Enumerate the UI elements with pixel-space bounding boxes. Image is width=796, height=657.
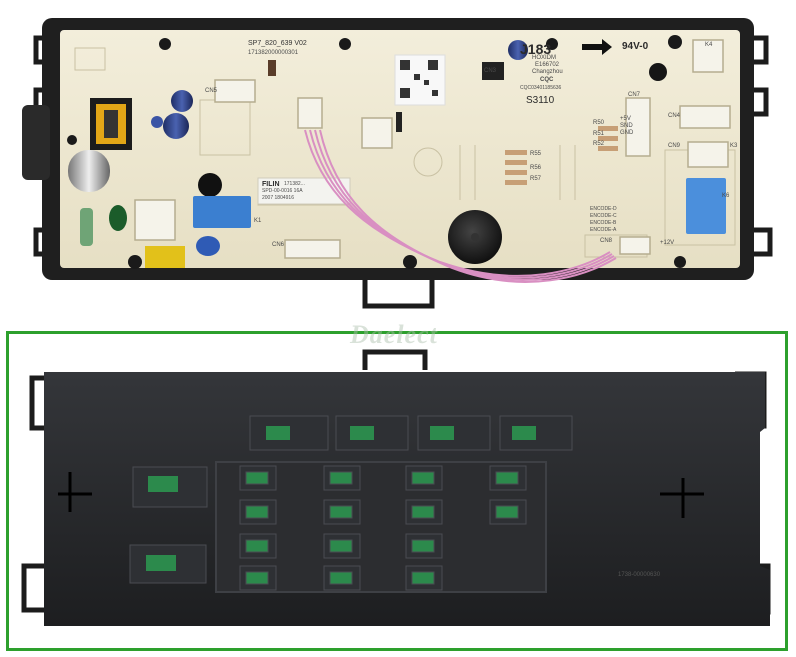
sticker-line-2: SPD-00-0016 16A: [262, 188, 303, 194]
ref-k4: K4: [705, 42, 713, 48]
power-resistor: [80, 208, 93, 246]
ref-r55: R55: [530, 151, 542, 157]
ref-r57: R57: [530, 176, 542, 182]
top-windows: [249, 415, 573, 451]
pin-gnd-right: GND: [620, 130, 634, 136]
buzzer-center: [471, 233, 479, 241]
ref-cn4: CN4: [668, 113, 681, 119]
ref-cn8: CN8: [600, 238, 613, 244]
ref-k6: K6: [722, 193, 730, 199]
encode-a: ENCODE-A: [590, 227, 617, 233]
ref-cn5: CN5: [205, 88, 218, 94]
bottom-cover-assembly: [21, 349, 771, 626]
encode-d: ENCODE-D: [590, 206, 617, 212]
maker-name: HOXIDM: [532, 55, 556, 61]
cert-number: CQC03401185636: [520, 85, 562, 91]
maker-city: Changzhou: [532, 69, 563, 75]
arrow-icon: [582, 39, 612, 55]
ref-r52: R52: [593, 141, 605, 147]
pcb-part-number: SP7_820_639 V02: [248, 40, 307, 47]
electrolytic-capacitors: [68, 40, 528, 192]
varistor: [109, 205, 127, 231]
ref-r50: R50: [593, 120, 605, 126]
sticker-line-3: 2007 1804916: [262, 195, 294, 201]
ref-k1: K1: [254, 218, 262, 224]
model-number: S3110: [526, 95, 555, 106]
mounting-holes: [67, 35, 686, 269]
ref-cn9: CN9: [668, 143, 681, 149]
cover-molded-text: 1738-00000630: [618, 572, 661, 578]
ref-cn3: CN3: [484, 68, 497, 74]
contact-grid: [239, 465, 527, 591]
diode-2: [396, 112, 402, 132]
rail-12v: +12V: [660, 240, 675, 246]
highlight-frame: [6, 331, 788, 651]
ref-k3: K3: [730, 143, 738, 149]
black-part: [649, 63, 667, 81]
encode-c: ENCODE-C: [590, 213, 617, 219]
side-windows: [129, 466, 208, 584]
side-clip: [22, 105, 50, 180]
pin-snd-right: SND: [620, 123, 633, 129]
sticker-brand: FILIN: [262, 181, 280, 188]
relay-k6: [686, 178, 726, 234]
transformer: [90, 98, 132, 150]
flammability-rating: 94V-0: [622, 41, 649, 52]
pin-5v-right: +5V: [620, 116, 631, 122]
relay-k1: [193, 196, 251, 228]
sticker-line-1: 171382...: [284, 181, 305, 187]
pink-wires: [304, 129, 617, 283]
watermark: Daelect: [350, 320, 438, 349]
ref-cn6: CN6: [272, 242, 285, 248]
connectors: [134, 39, 731, 259]
ref-r51: R51: [593, 131, 605, 137]
x-capacitor: [145, 246, 185, 268]
maker-id: E166702: [535, 62, 560, 68]
pcb-serial: 171382000000301: [248, 50, 299, 56]
side-clips: [58, 472, 704, 518]
disc-capacitor: [196, 236, 220, 256]
ref-r56: R56: [530, 165, 542, 171]
ref-cn7: CN7: [628, 92, 641, 98]
black-capacitor: [198, 173, 222, 197]
diode: [268, 60, 276, 76]
ic-chip: [482, 62, 504, 80]
resistor-bank: [505, 126, 618, 185]
cert-code: CQC: [540, 77, 554, 83]
qr-pattern: [400, 60, 438, 98]
top-board-assembly: [22, 18, 773, 309]
pcb-ref-code: J183: [520, 41, 552, 57]
encode-b: ENCODE-B: [590, 220, 617, 226]
